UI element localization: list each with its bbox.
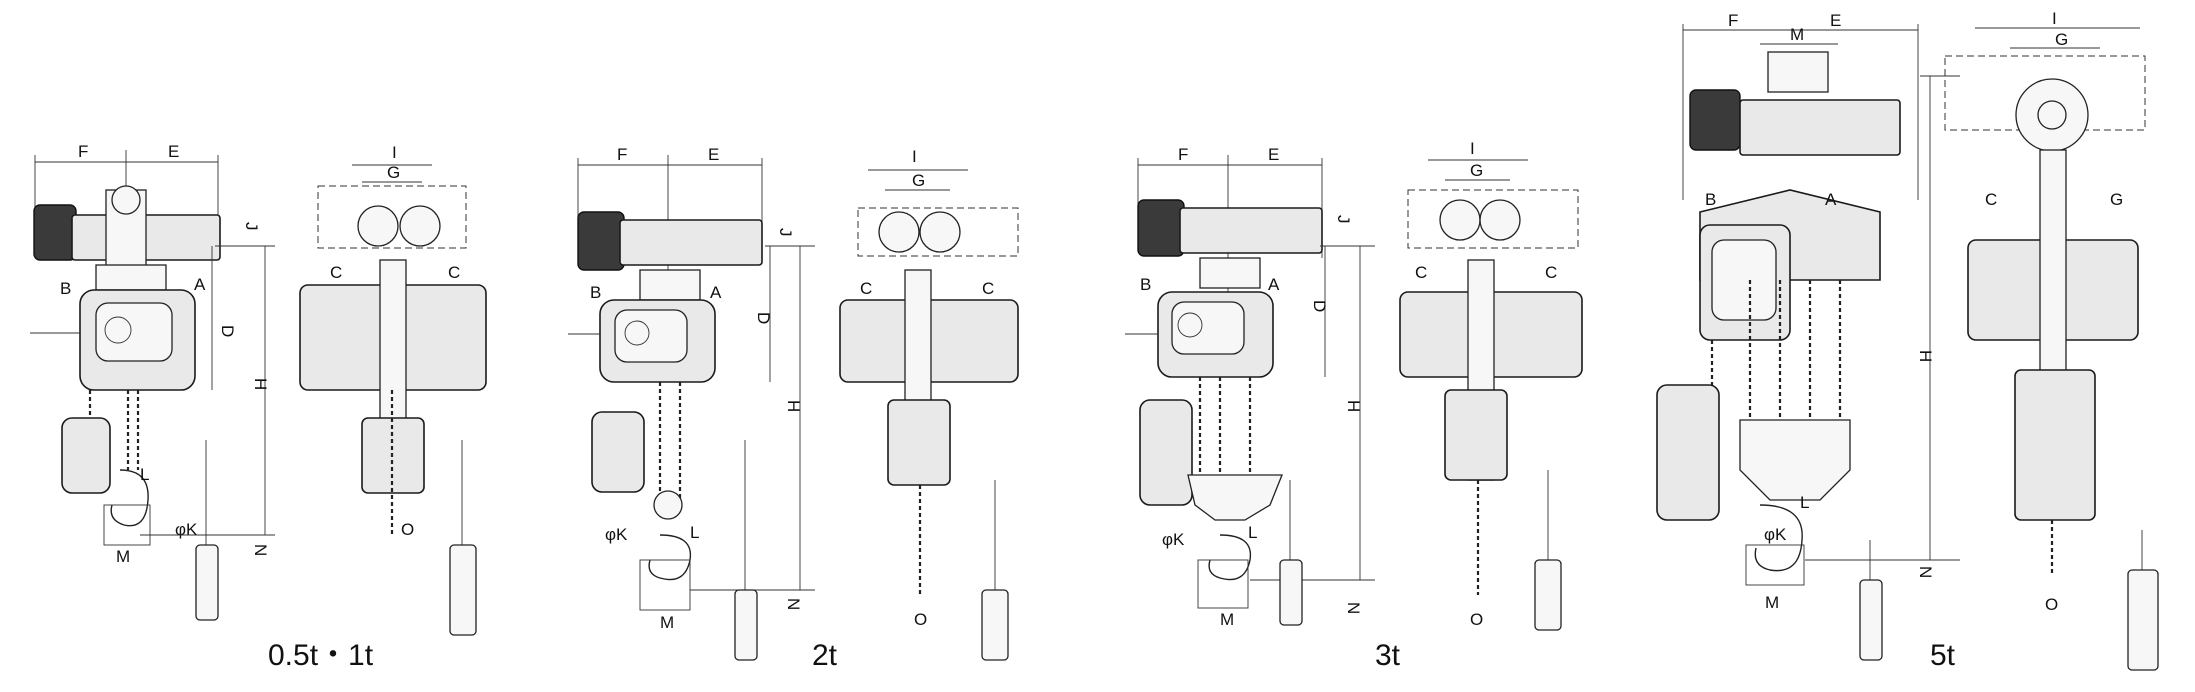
dim-label-I: I <box>392 143 397 162</box>
figure-0-5t-1t: F E B A M φK L <box>30 142 487 672</box>
dim-label-C: C <box>1985 190 1997 209</box>
dim-label-E: E <box>1830 11 1841 30</box>
figure-3t: F E B A M φK L D H N <box>1125 139 1583 672</box>
dim-label-O: O <box>401 520 414 539</box>
dim-label-C-right: C <box>982 279 994 298</box>
dim-label-E: E <box>168 142 179 161</box>
dim-label-F: F <box>617 145 627 164</box>
dim-label-B: B <box>590 283 601 302</box>
dim-label-M-top: M <box>1790 25 1804 44</box>
dim-label-F: F <box>1178 145 1188 164</box>
side-view: F E B A M φK L D H N <box>1125 145 1375 629</box>
dim-label-H: H <box>784 400 803 412</box>
caption-3t: 3t <box>1375 639 1401 672</box>
dim-label-G: G <box>387 163 400 182</box>
dim-label-K: φK <box>1162 530 1185 549</box>
dim-label-N: N <box>251 544 270 556</box>
dim-label-G-top: G <box>2055 30 2068 49</box>
dim-label-J: J <box>242 222 261 231</box>
side-view: F E B A M φK L D H N <box>568 145 815 661</box>
dim-label-O: O <box>914 610 927 629</box>
dim-label-B: B <box>1705 190 1716 209</box>
dim-label-N: N <box>1916 566 1935 578</box>
dim-label-H: H <box>1344 400 1363 412</box>
dim-label-C-left: C <box>860 279 872 298</box>
dim-label-I: I <box>2052 9 2057 28</box>
dim-label-B: B <box>1140 275 1151 294</box>
dim-label-F: F <box>1728 11 1738 30</box>
front-view: I G C G O <box>1944 9 2159 671</box>
dim-label-H: H <box>1916 350 1935 362</box>
dim-label-N: N <box>784 598 803 610</box>
dim-label-C-right: C <box>448 263 460 282</box>
dim-label-G: G <box>2110 190 2123 209</box>
dim-label-C-left: C <box>330 263 342 282</box>
dim-label-E: E <box>708 145 719 164</box>
caption-0-5t-1t: 0.5t・1t <box>268 639 374 672</box>
dim-label-M: M <box>116 547 130 566</box>
dim-label-C-right: C <box>1545 263 1557 282</box>
dim-label-D: D <box>754 312 773 324</box>
dim-label-M: M <box>660 613 674 632</box>
dim-label-M: M <box>1765 593 1779 612</box>
dim-label-K: φK <box>1764 525 1787 544</box>
dim-label-L: L <box>140 465 149 484</box>
dim-label-K: φK <box>605 525 628 544</box>
front-view: I G C C O <box>1399 139 1583 631</box>
dim-label-B: B <box>60 279 71 298</box>
front-view: I G C C O <box>839 147 1019 661</box>
dim-label-J: J <box>1334 215 1353 224</box>
dim-label-N: N <box>1344 602 1363 614</box>
dim-label-A: A <box>710 283 722 302</box>
dim-label-M: M <box>1220 610 1234 629</box>
figure-5t: F M E B A M φK L H N <box>1656 9 2159 672</box>
front-view: I G C C O <box>299 143 487 636</box>
caption-5t: 5t <box>1930 639 1956 672</box>
dim-label-C-left: C <box>1415 263 1427 282</box>
dim-label-F: F <box>78 142 88 161</box>
dim-label-A: A <box>1268 275 1280 294</box>
dim-label-G: G <box>912 171 925 190</box>
dim-label-A: A <box>1825 190 1837 209</box>
dim-label-L: L <box>1248 523 1257 542</box>
side-view: F E B A M φK L <box>30 142 275 621</box>
dim-label-K: φK <box>175 520 198 539</box>
dim-label-J: J <box>776 228 795 237</box>
side-view: F M E B A M φK L H N <box>1656 11 1960 661</box>
dim-label-O: O <box>1470 610 1483 629</box>
dim-label-O: O <box>2045 595 2058 614</box>
dim-label-D: D <box>218 325 237 337</box>
dim-label-L: L <box>690 523 699 542</box>
dim-label-H: H <box>251 378 270 390</box>
dim-label-I: I <box>1470 139 1475 158</box>
dim-label-A: A <box>194 275 206 294</box>
dim-label-E: E <box>1268 145 1279 164</box>
figure-2t: F E B A M φK L D H N <box>568 145 1019 672</box>
dim-label-D: D <box>1310 300 1329 312</box>
dim-label-I: I <box>912 147 917 166</box>
dim-label-L: L <box>1800 493 1809 512</box>
caption-2t: 2t <box>812 639 838 672</box>
dim-label-G: G <box>1470 161 1483 180</box>
